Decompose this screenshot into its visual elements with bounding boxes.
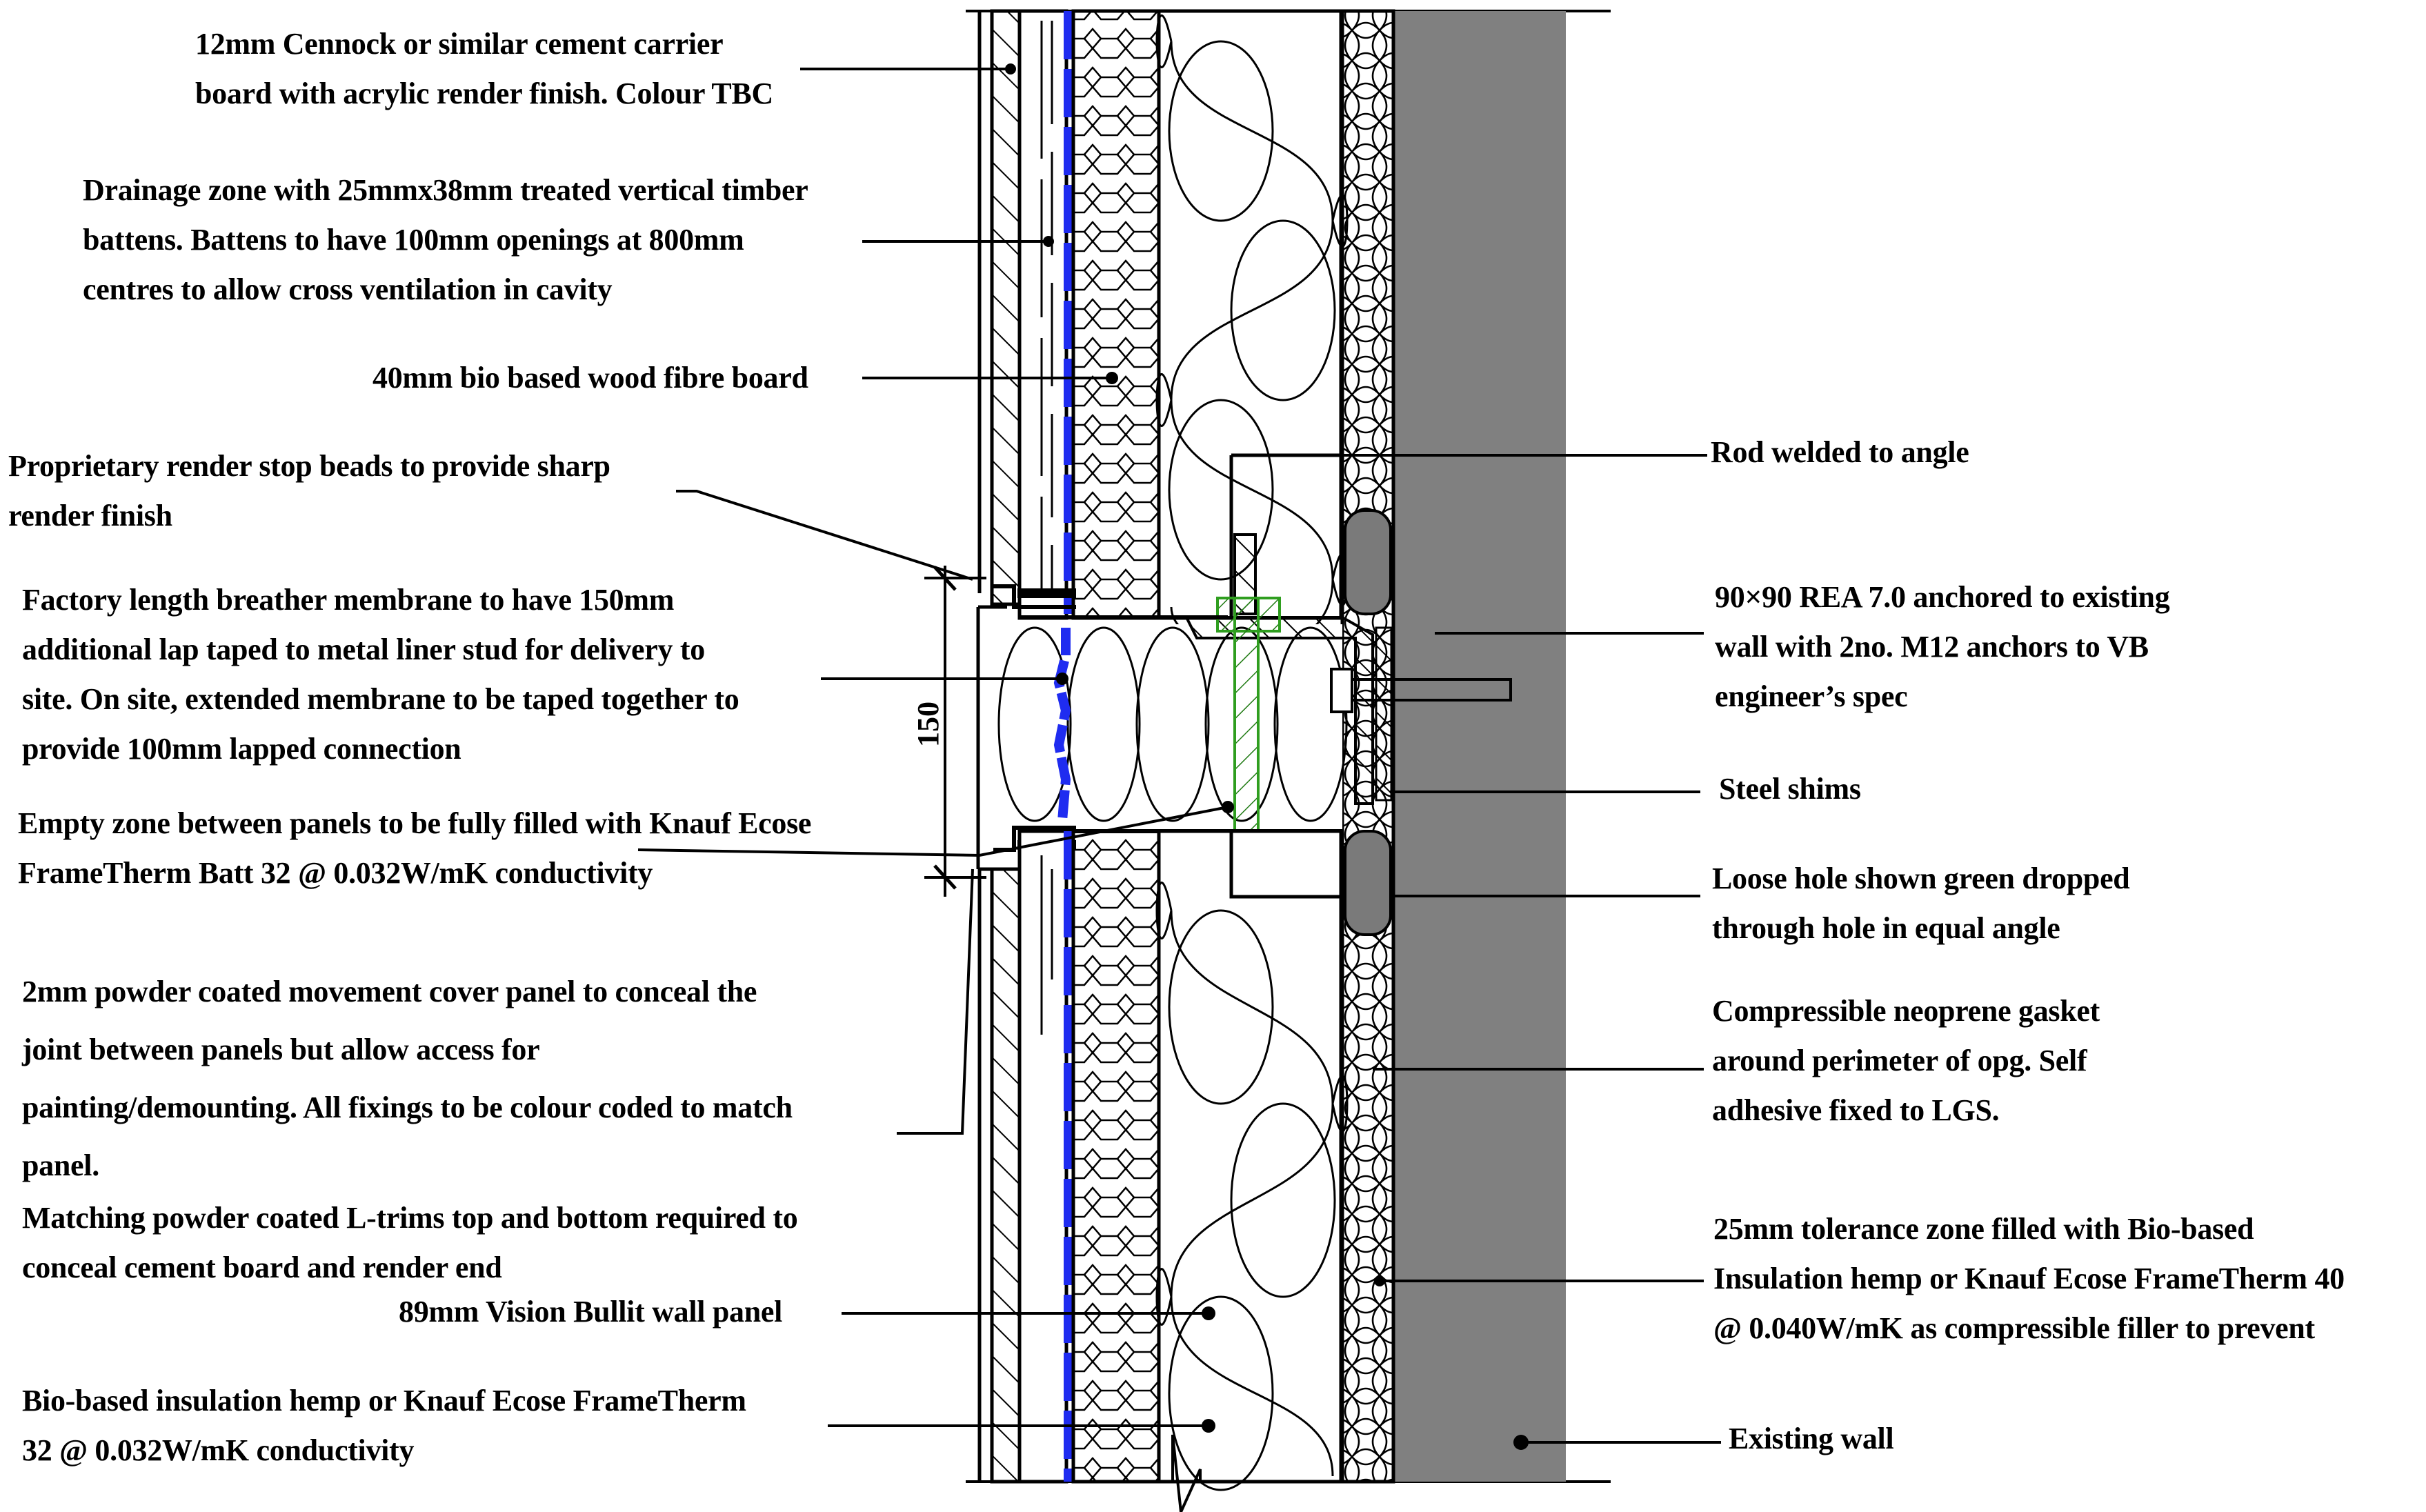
dimension-label: 150 [911, 702, 945, 747]
gasket-upper [1344, 509, 1392, 615]
break-line [1171, 1434, 1202, 1512]
note-tolerance-zone: 25mm tolerance zone filled with Bio-base… [1713, 1212, 2345, 1345]
batten-zone [1017, 9, 1068, 620]
note-render-stop-beads: Proprietary render stop beads to provide… [8, 449, 610, 533]
joint-insulation-loop [1066, 626, 1141, 822]
insulation-upper [1157, 9, 1343, 620]
insulation-loops [1155, 882, 1349, 1491]
gasket-lower [1344, 830, 1392, 936]
leader-dots [1005, 63, 1529, 1450]
dimension-150: 150 [911, 566, 986, 897]
note-existing-wall: Existing wall [1729, 1422, 1894, 1455]
insulation-lower [1157, 829, 1343, 1484]
steel-shims [1375, 626, 1393, 802]
cover-panel [976, 605, 1007, 871]
note-steel-shims: Steel shims [1719, 772, 1861, 806]
note-bio-insulation: Bio-based insulation hemp or Knauf Ecose… [22, 1384, 746, 1467]
lower-panel [977, 829, 1392, 1512]
note-drainage-zone: Drainage zone with 25mmx38mm treated ver… [83, 173, 808, 306]
cement-board [990, 9, 1022, 606]
leader-lines [637, 68, 1721, 1444]
insulation-loop-symbol [1155, 882, 1349, 1491]
wood-fibre-board [1071, 9, 1161, 620]
note-breather-membrane: Factory length breather membrane to have… [22, 583, 739, 766]
note-empty-zone: Empty zone between panels to be fully fi… [18, 806, 812, 890]
render-stop-top [993, 584, 1076, 609]
note-cover-panel: 2mm powder coated movement cover panel t… [22, 975, 793, 1182]
note-l-trims: Matching powder coated L-trims top and b… [22, 1201, 798, 1284]
note-cement-board: 12mm Cennock or similar cement carrier b… [195, 27, 773, 110]
note-loose-hole: Loose hole shown green dropped through h… [1712, 862, 2130, 945]
equal-angle [1184, 616, 1374, 805]
membrane-joint [1053, 628, 1071, 822]
note-rod-welded: Rod welded to angle [1711, 435, 1969, 469]
note-wall-panel: 89mm Vision Bullit wall panel [399, 1295, 783, 1329]
joint-insulation-loop [1135, 626, 1210, 822]
note-neoprene-gasket: Compressible neoprene gasket around peri… [1712, 994, 2100, 1127]
existing-wall [1393, 11, 1566, 1482]
joint-insulation-loop [997, 626, 1072, 822]
note-wood-fibre-board: 40mm bio based wood fibre board [372, 361, 808, 395]
note-rea-angle: 90×90 REA 7.0 anchored to existing wall … [1715, 580, 2170, 713]
upper-panel [977, 9, 1392, 651]
